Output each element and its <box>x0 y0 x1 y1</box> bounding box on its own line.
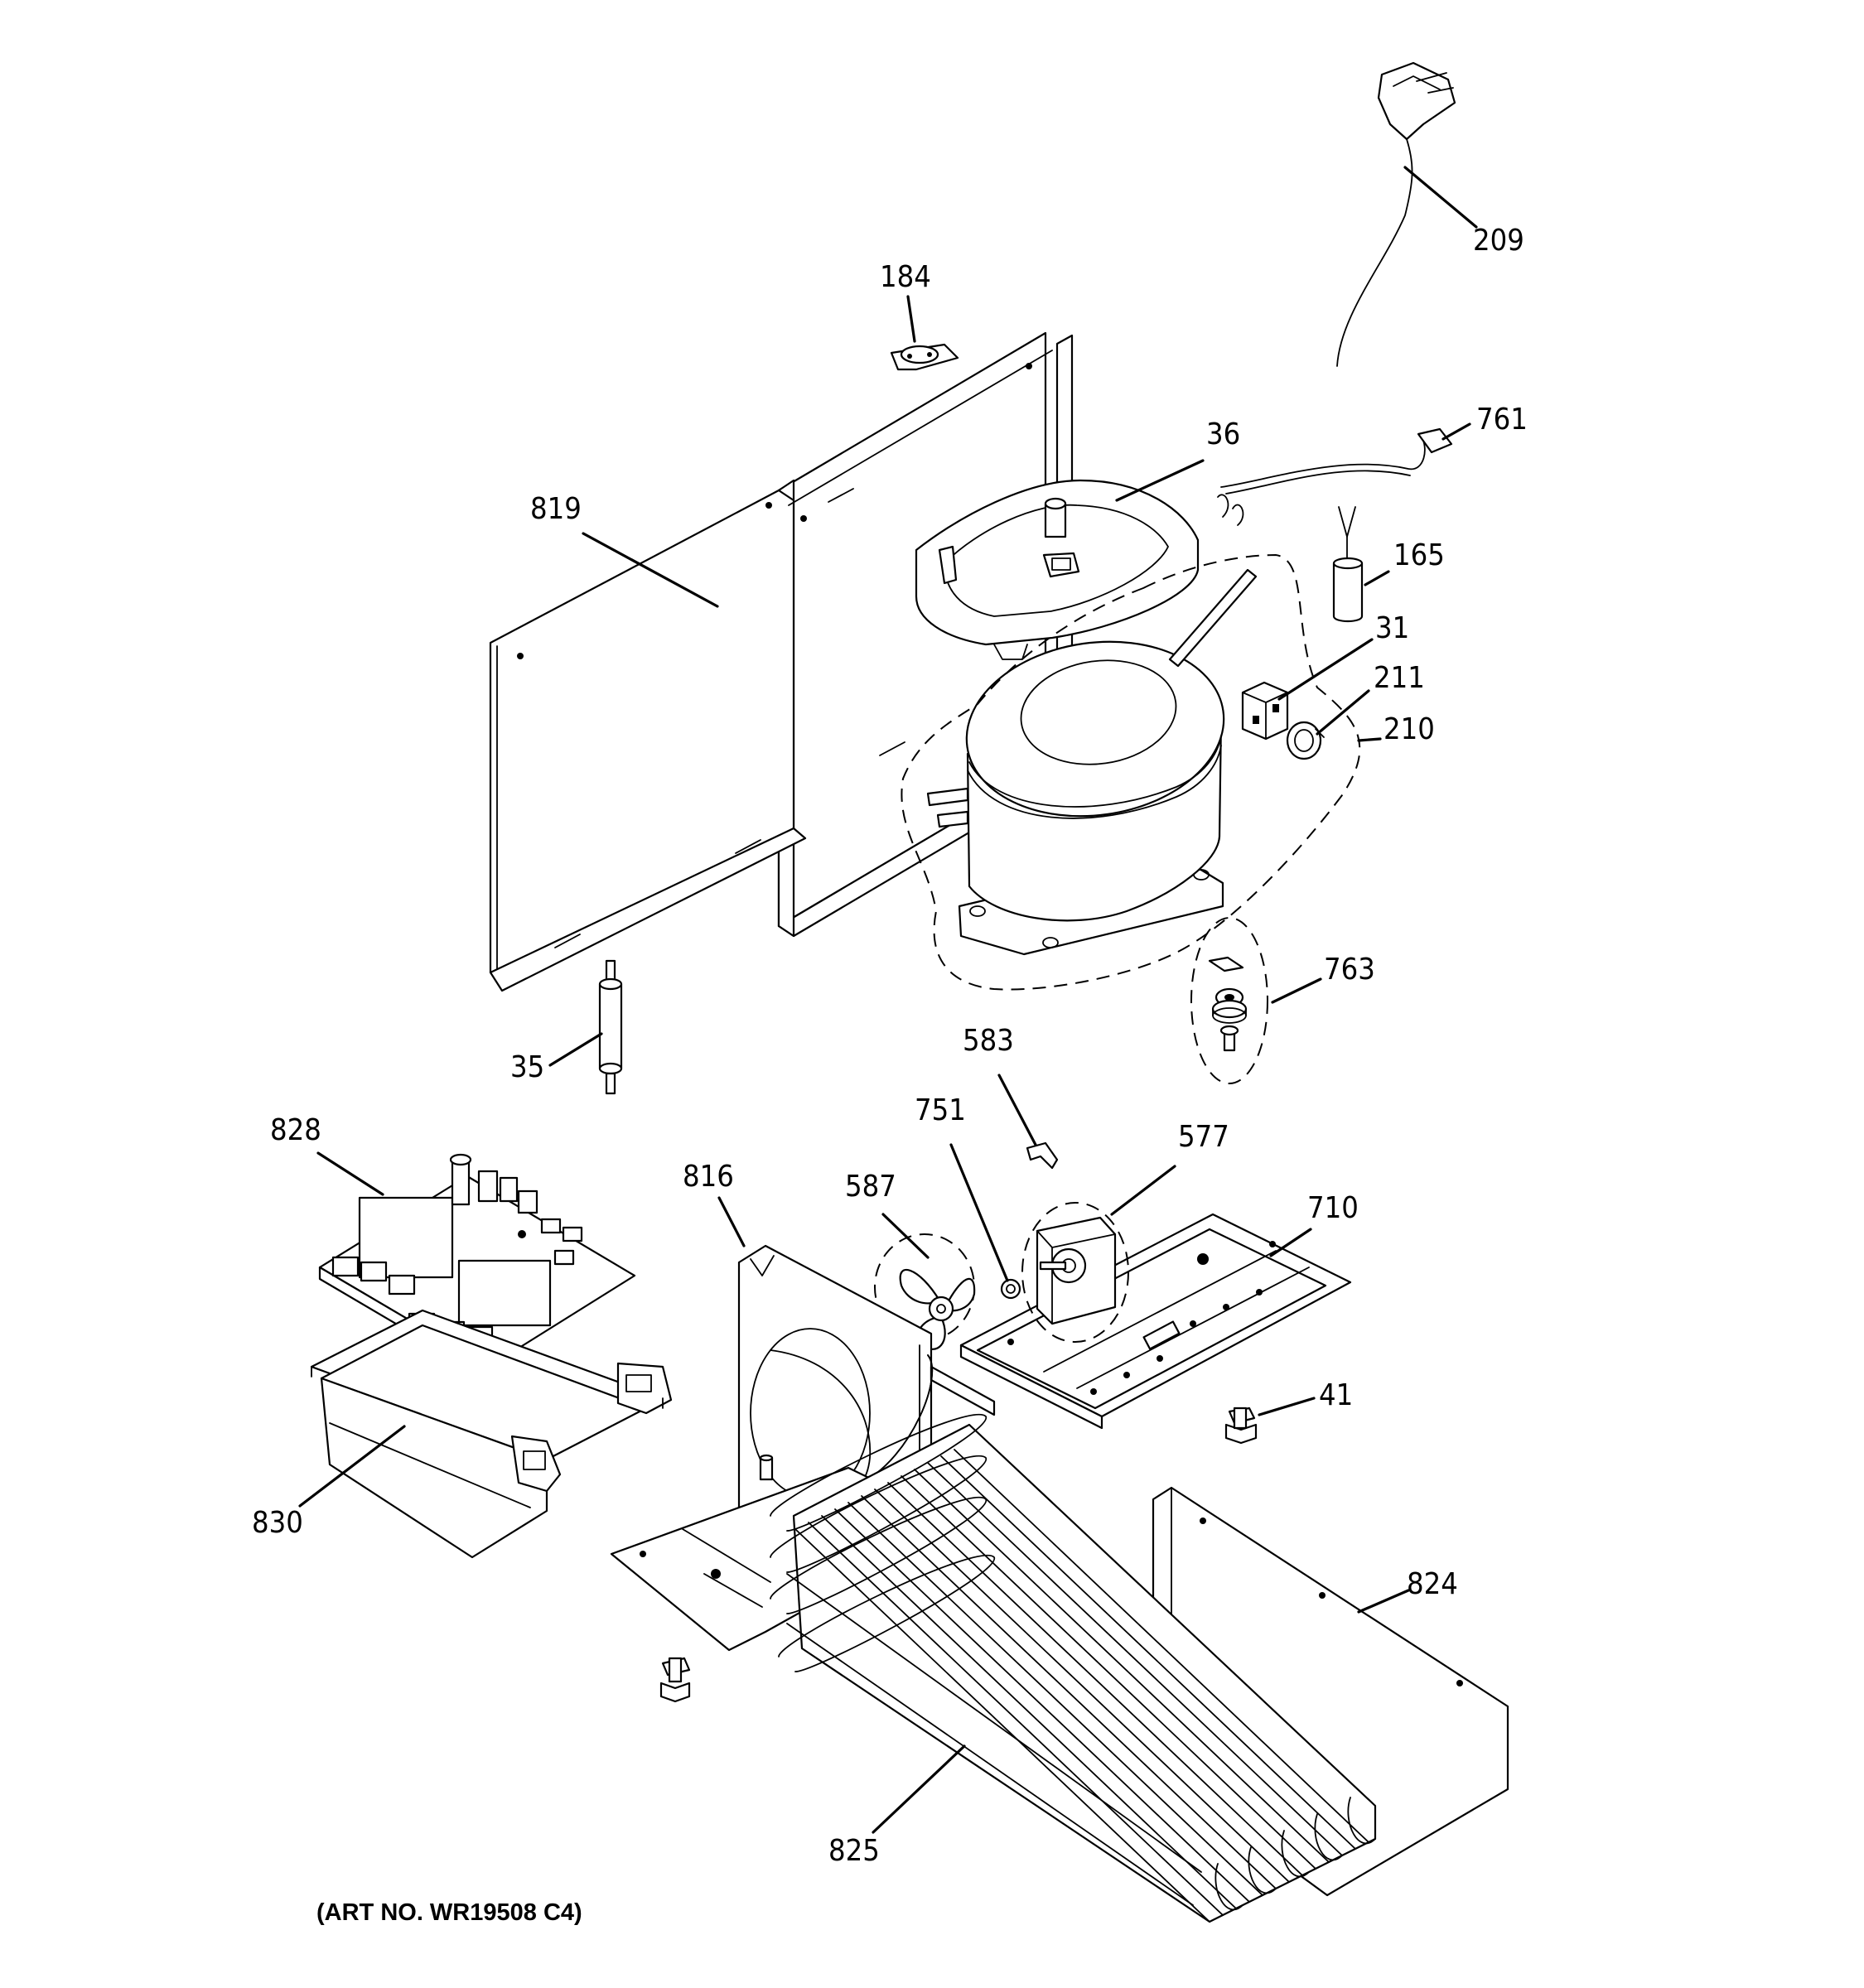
callout-816: 816 <box>683 1160 734 1194</box>
part-184-overload-protector[interactable] <box>890 343 959 371</box>
leader-819 <box>582 532 719 608</box>
part-35-filter-drier[interactable] <box>598 959 623 1095</box>
leader-583 <box>997 1074 1037 1146</box>
callout-763: 763 <box>1324 953 1375 987</box>
leader-824 <box>1357 1589 1410 1614</box>
leader-165 <box>1364 570 1390 586</box>
part-587-fan-blade[interactable] <box>874 1233 976 1350</box>
compressor-group-outline <box>901 553 1361 991</box>
callout-165: 165 <box>1393 538 1445 572</box>
callout-830: 830 <box>252 1506 303 1540</box>
callout-751: 751 <box>915 1093 966 1127</box>
part-761-wire-harness[interactable] <box>1217 427 1453 526</box>
callout-35: 35 <box>510 1050 544 1084</box>
callout-184: 184 <box>880 260 931 294</box>
callout-41: 41 <box>1319 1378 1353 1412</box>
callout-210: 210 <box>1384 712 1435 746</box>
leader-36 <box>1115 459 1205 502</box>
leader-184 <box>906 295 916 343</box>
part-31-relay[interactable] <box>1241 681 1289 741</box>
leader-577 <box>1110 1165 1176 1216</box>
leader-761 <box>1441 422 1471 441</box>
part-41-screw[interactable] <box>1224 1407 1258 1445</box>
callout-583: 583 <box>963 1024 1014 1058</box>
part-710-base-rail[interactable] <box>959 1213 1352 1430</box>
leader-587 <box>881 1213 930 1259</box>
part-211-relay-cover[interactable] <box>1286 721 1325 760</box>
leader-31 <box>1277 638 1374 701</box>
leader-210 <box>1357 737 1382 742</box>
callout-819: 819 <box>530 492 582 526</box>
callout-31: 31 <box>1375 611 1409 645</box>
callout-710: 710 <box>1307 1191 1359 1225</box>
callout-761: 761 <box>1476 403 1528 437</box>
part-830-control-box[interactable] <box>310 1309 673 1559</box>
leader-211 <box>1316 689 1370 736</box>
leader-209 <box>1403 166 1478 229</box>
leader-763 <box>1271 977 1322 1004</box>
part-583-clip[interactable] <box>1026 1141 1059 1170</box>
refrigerant-tube <box>1168 568 1258 668</box>
part-209-power-cord[interactable] <box>1336 61 1456 367</box>
leader-41 <box>1258 1397 1316 1416</box>
part-165-capacitor[interactable] <box>1332 506 1364 623</box>
callout-209: 209 <box>1473 224 1524 258</box>
leader-816 <box>717 1196 746 1247</box>
callout-587: 587 <box>845 1170 896 1204</box>
part-577-fan-motor[interactable] <box>1021 1202 1129 1343</box>
art-number: (ART NO. WR19508 C4) <box>316 1899 582 1926</box>
part-763-mounting-kit[interactable] <box>1190 917 1268 1084</box>
leader-710 <box>1269 1228 1312 1257</box>
part-819-cover-panel[interactable] <box>489 331 1074 992</box>
callout-36: 36 <box>1206 417 1240 451</box>
part-36-compressor-mount[interactable] <box>915 479 1200 660</box>
leader-lines <box>298 166 1478 1834</box>
leader-828 <box>316 1151 384 1196</box>
callout-577: 577 <box>1178 1120 1229 1154</box>
part-825-condenser-coil[interactable] <box>770 1414 1377 1923</box>
leader-830 <box>298 1425 406 1508</box>
callout-824: 824 <box>1407 1567 1458 1601</box>
callout-211: 211 <box>1374 661 1425 695</box>
callout-828: 828 <box>270 1113 321 1147</box>
part-751-fan-washer[interactable] <box>1000 1278 1021 1300</box>
leader-825 <box>872 1744 966 1834</box>
compressor-assembly[interactable] <box>926 625 1235 956</box>
leader-751 <box>949 1143 1009 1282</box>
base-screw <box>659 1657 691 1703</box>
callout-labels: 209 184 761 36 819 165 31 211 210 763 58… <box>252 224 1528 1868</box>
leader-35 <box>548 1032 603 1067</box>
callout-825: 825 <box>828 1834 880 1868</box>
